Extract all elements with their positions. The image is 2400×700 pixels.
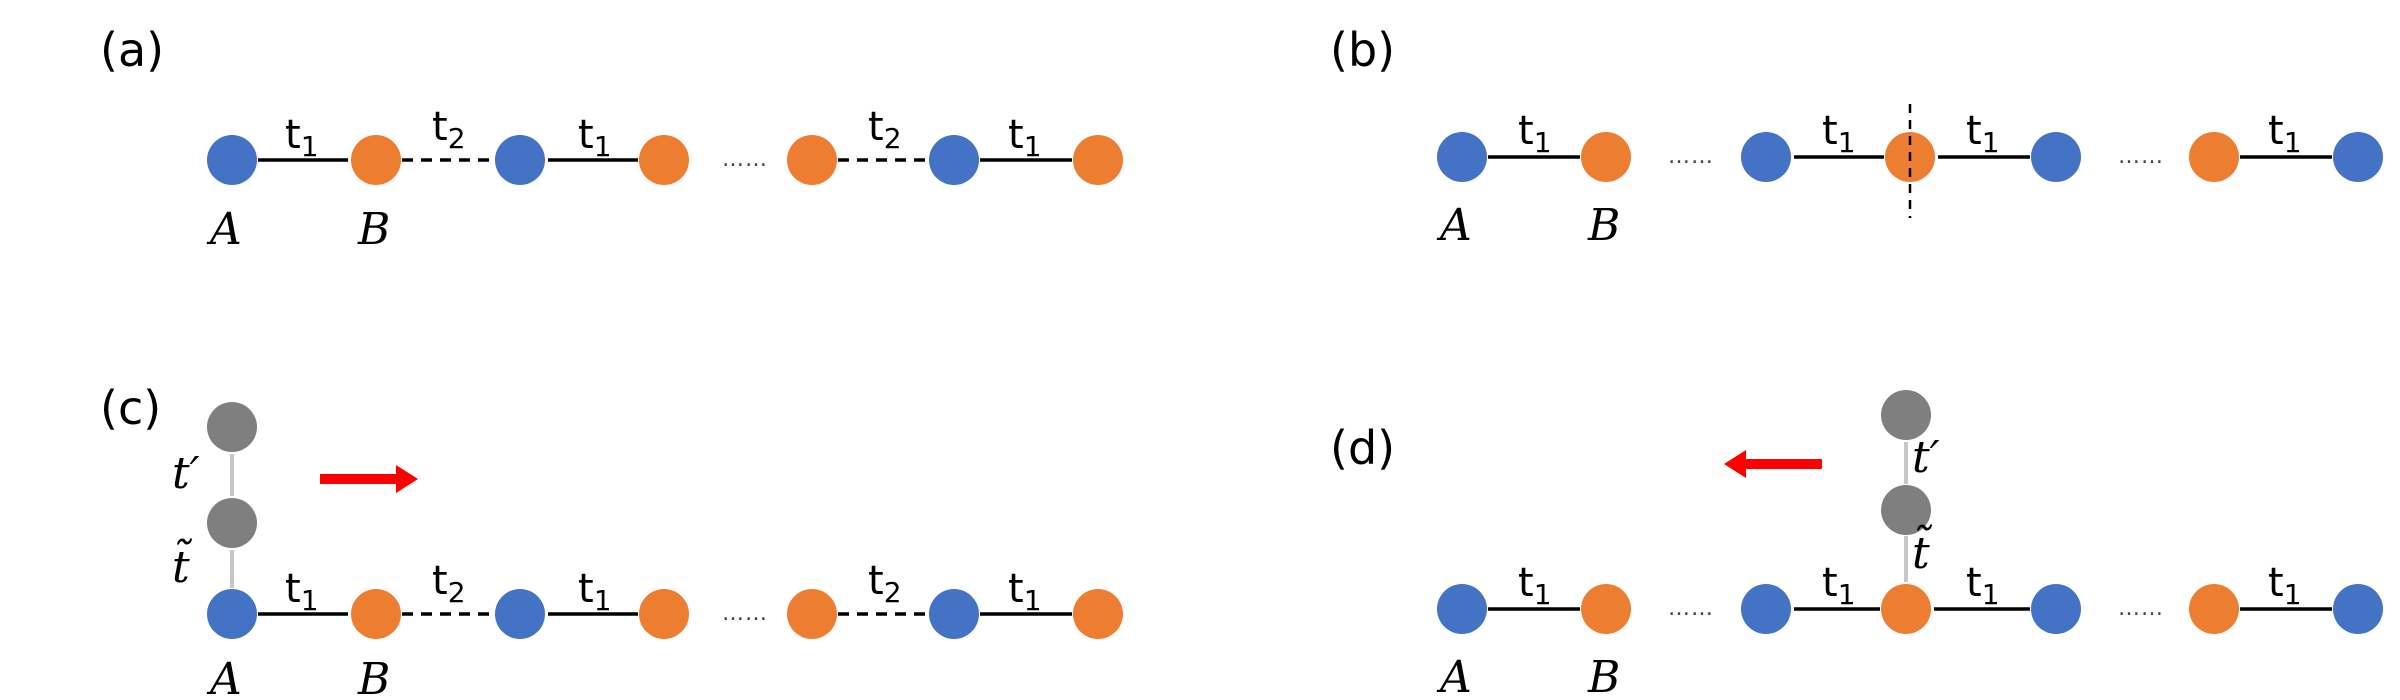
panel-d: (d) t′ t̃ t1 t1 t1 t1 …… …… A B <box>1330 390 2383 700</box>
site-b <box>1073 589 1123 639</box>
panel-a: (a) t1 t2 t1 t2 t1 …… A B <box>100 23 1123 255</box>
site-b <box>1881 584 1931 634</box>
site-a <box>929 589 979 639</box>
ellipsis: …… <box>1668 596 1714 621</box>
site-b <box>351 589 401 639</box>
site-label-a: A <box>206 204 242 255</box>
bond-label-t2: t2 <box>868 558 902 609</box>
site-b <box>2189 132 2239 182</box>
site-a <box>495 589 545 639</box>
site-a <box>495 135 545 185</box>
site-a <box>2333 584 2383 634</box>
site-b <box>1581 132 1631 182</box>
site-a <box>207 135 257 185</box>
panel-label-c: (c) <box>100 381 161 435</box>
site-label-a: A <box>206 654 242 700</box>
bond-label-t1: t1 <box>2268 560 2302 611</box>
site-a <box>1437 584 1487 634</box>
hopping-label-ttilde: t̃ <box>172 537 192 593</box>
site-b <box>639 589 689 639</box>
bond-label-t1: t1 <box>1822 560 1856 611</box>
site-label-a: A <box>1436 200 1472 251</box>
bond-label-t1: t1 <box>1518 560 1552 611</box>
arrow-right-icon <box>320 465 418 493</box>
site-b <box>787 589 837 639</box>
site-label-b: B <box>357 204 390 255</box>
site-b <box>1581 584 1631 634</box>
bond-label-t1: t1 <box>2268 108 2302 159</box>
bond-label-t1: t1 <box>1008 566 1042 617</box>
attached-site <box>1881 390 1931 440</box>
site-a <box>1741 132 1791 182</box>
bond-label-t1: t1 <box>1966 108 2000 159</box>
site-a <box>1741 584 1791 634</box>
bond-label-t1: t1 <box>578 566 612 617</box>
ellipsis: …… <box>2118 596 2164 621</box>
panel-label-a: (a) <box>100 23 164 77</box>
bond-label-t1: t1 <box>1518 108 1552 159</box>
attached-site <box>207 402 257 452</box>
panel-b: (b) t1 t1 t1 t1 …… …… A B <box>1330 23 2383 251</box>
hopping-label-tprime: t′ <box>172 448 200 499</box>
bond-label-t1: t1 <box>1008 112 1042 163</box>
site-a <box>1437 132 1487 182</box>
attached-site <box>1881 485 1931 535</box>
arrow-left-icon <box>1724 450 1822 478</box>
bond-label-t2: t2 <box>432 104 466 155</box>
bond-label-t1: t1 <box>285 566 319 617</box>
site-label-b: B <box>1587 200 1620 251</box>
site-b <box>787 135 837 185</box>
bond-label-t1: t1 <box>285 112 319 163</box>
site-b <box>351 135 401 185</box>
site-a <box>929 135 979 185</box>
ellipsis: …… <box>1668 144 1714 169</box>
site-label-a: A <box>1436 652 1472 700</box>
attached-site <box>207 498 257 548</box>
hopping-label-ttilde: t̃ <box>1912 523 1932 579</box>
ellipsis: …… <box>722 147 768 172</box>
site-a <box>2031 132 2081 182</box>
bond-label-t2: t2 <box>868 104 902 155</box>
ellipsis: …… <box>722 601 768 626</box>
hopping-label-tprime: t′ <box>1912 432 1940 483</box>
site-label-b: B <box>357 654 390 700</box>
site-a <box>207 589 257 639</box>
site-a <box>2031 584 2081 634</box>
site-a <box>2333 132 2383 182</box>
site-label-b: B <box>1587 652 1620 700</box>
bond-label-t1: t1 <box>1966 560 2000 611</box>
bond-label-t1: t1 <box>578 112 612 163</box>
panel-label-d: (d) <box>1330 421 1395 475</box>
bond-label-t1: t1 <box>1822 108 1856 159</box>
bond-label-t2: t2 <box>432 558 466 609</box>
site-b <box>1073 135 1123 185</box>
ellipsis: …… <box>2118 144 2164 169</box>
site-b <box>2189 584 2239 634</box>
panel-c: (c) t′ t̃ t1 t2 t1 t2 t1 …… A B <box>100 381 1123 700</box>
panel-label-b: (b) <box>1330 23 1395 77</box>
site-b <box>639 135 689 185</box>
